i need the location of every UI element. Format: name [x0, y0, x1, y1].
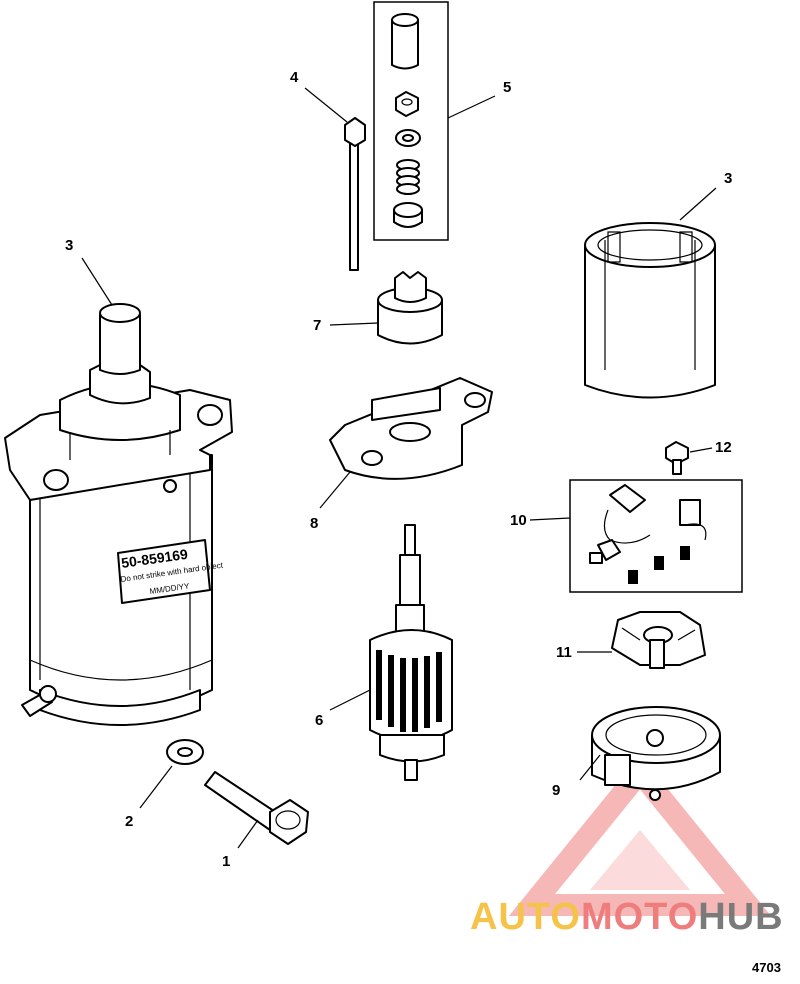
- pinion-drive-part: [377, 271, 443, 345]
- commutator-end-cap-part: [591, 706, 721, 801]
- pinion-kit-box: [373, 1, 449, 241]
- callout-11: 11: [556, 644, 572, 661]
- leader-lines: [81, 87, 717, 849]
- callout-labels: 1 2 3 3 4 5 6 7 8 9 10 11 12: [65, 69, 732, 870]
- callout-3-right: 3: [724, 170, 732, 187]
- watermark-part1: AUTO: [470, 896, 581, 938]
- watermark-part2: MOTO: [580, 896, 699, 938]
- armature-windings: [376, 650, 442, 732]
- brush-plate-part: [611, 611, 706, 669]
- watermark-logo: [508, 754, 772, 916]
- figure-number: 4703: [752, 960, 781, 975]
- callout-9: 9: [552, 782, 560, 799]
- washer-part: [166, 739, 204, 765]
- brush-kit-box: [569, 479, 743, 593]
- spring-part: [396, 159, 420, 195]
- callout-10: 10: [510, 512, 527, 529]
- starter-motor-assembly: 50-859169 Do not strike with hard object…: [4, 303, 233, 726]
- callout-2: 2: [125, 813, 133, 830]
- callout-8: 8: [310, 515, 318, 532]
- watermark-part3: HUB: [698, 896, 784, 938]
- field-frame-part: [584, 222, 716, 399]
- callout-6: 6: [315, 712, 323, 729]
- small-bolt-part: [665, 441, 689, 475]
- bolt-part: [204, 771, 309, 845]
- callout-4: 4: [290, 69, 299, 86]
- armature-part: [369, 524, 453, 781]
- callout-12: 12: [715, 439, 732, 456]
- watermark-text: AUTOMOTOHUB: [470, 896, 784, 939]
- callout-1: 1: [222, 853, 230, 870]
- callout-7: 7: [313, 317, 321, 334]
- callout-3-left: 3: [65, 237, 73, 254]
- callout-5: 5: [503, 79, 511, 96]
- drive-end-cap-part: [329, 377, 493, 480]
- through-bolt-part: [344, 117, 366, 271]
